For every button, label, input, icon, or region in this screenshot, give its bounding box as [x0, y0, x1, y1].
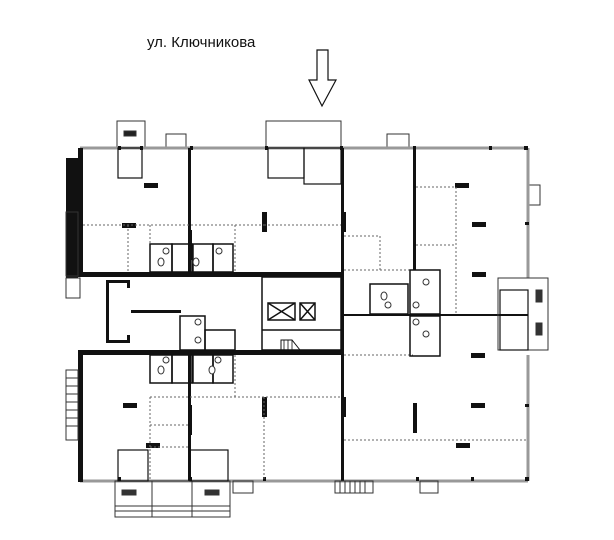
dashed-partitions: [83, 186, 528, 481]
toilet-fixtures: [157, 247, 430, 375]
street-label: ул. Ключникова: [147, 34, 256, 51]
side-stairs: [65, 211, 549, 441]
bottom-entrances: [114, 480, 439, 518]
top-canopies: [116, 120, 541, 206]
thick-walls: [78, 148, 528, 482]
vestibules: [117, 147, 529, 482]
facade-posts: [118, 146, 529, 481]
lift-core: [261, 276, 342, 351]
arrow-down-icon: [308, 49, 338, 108]
